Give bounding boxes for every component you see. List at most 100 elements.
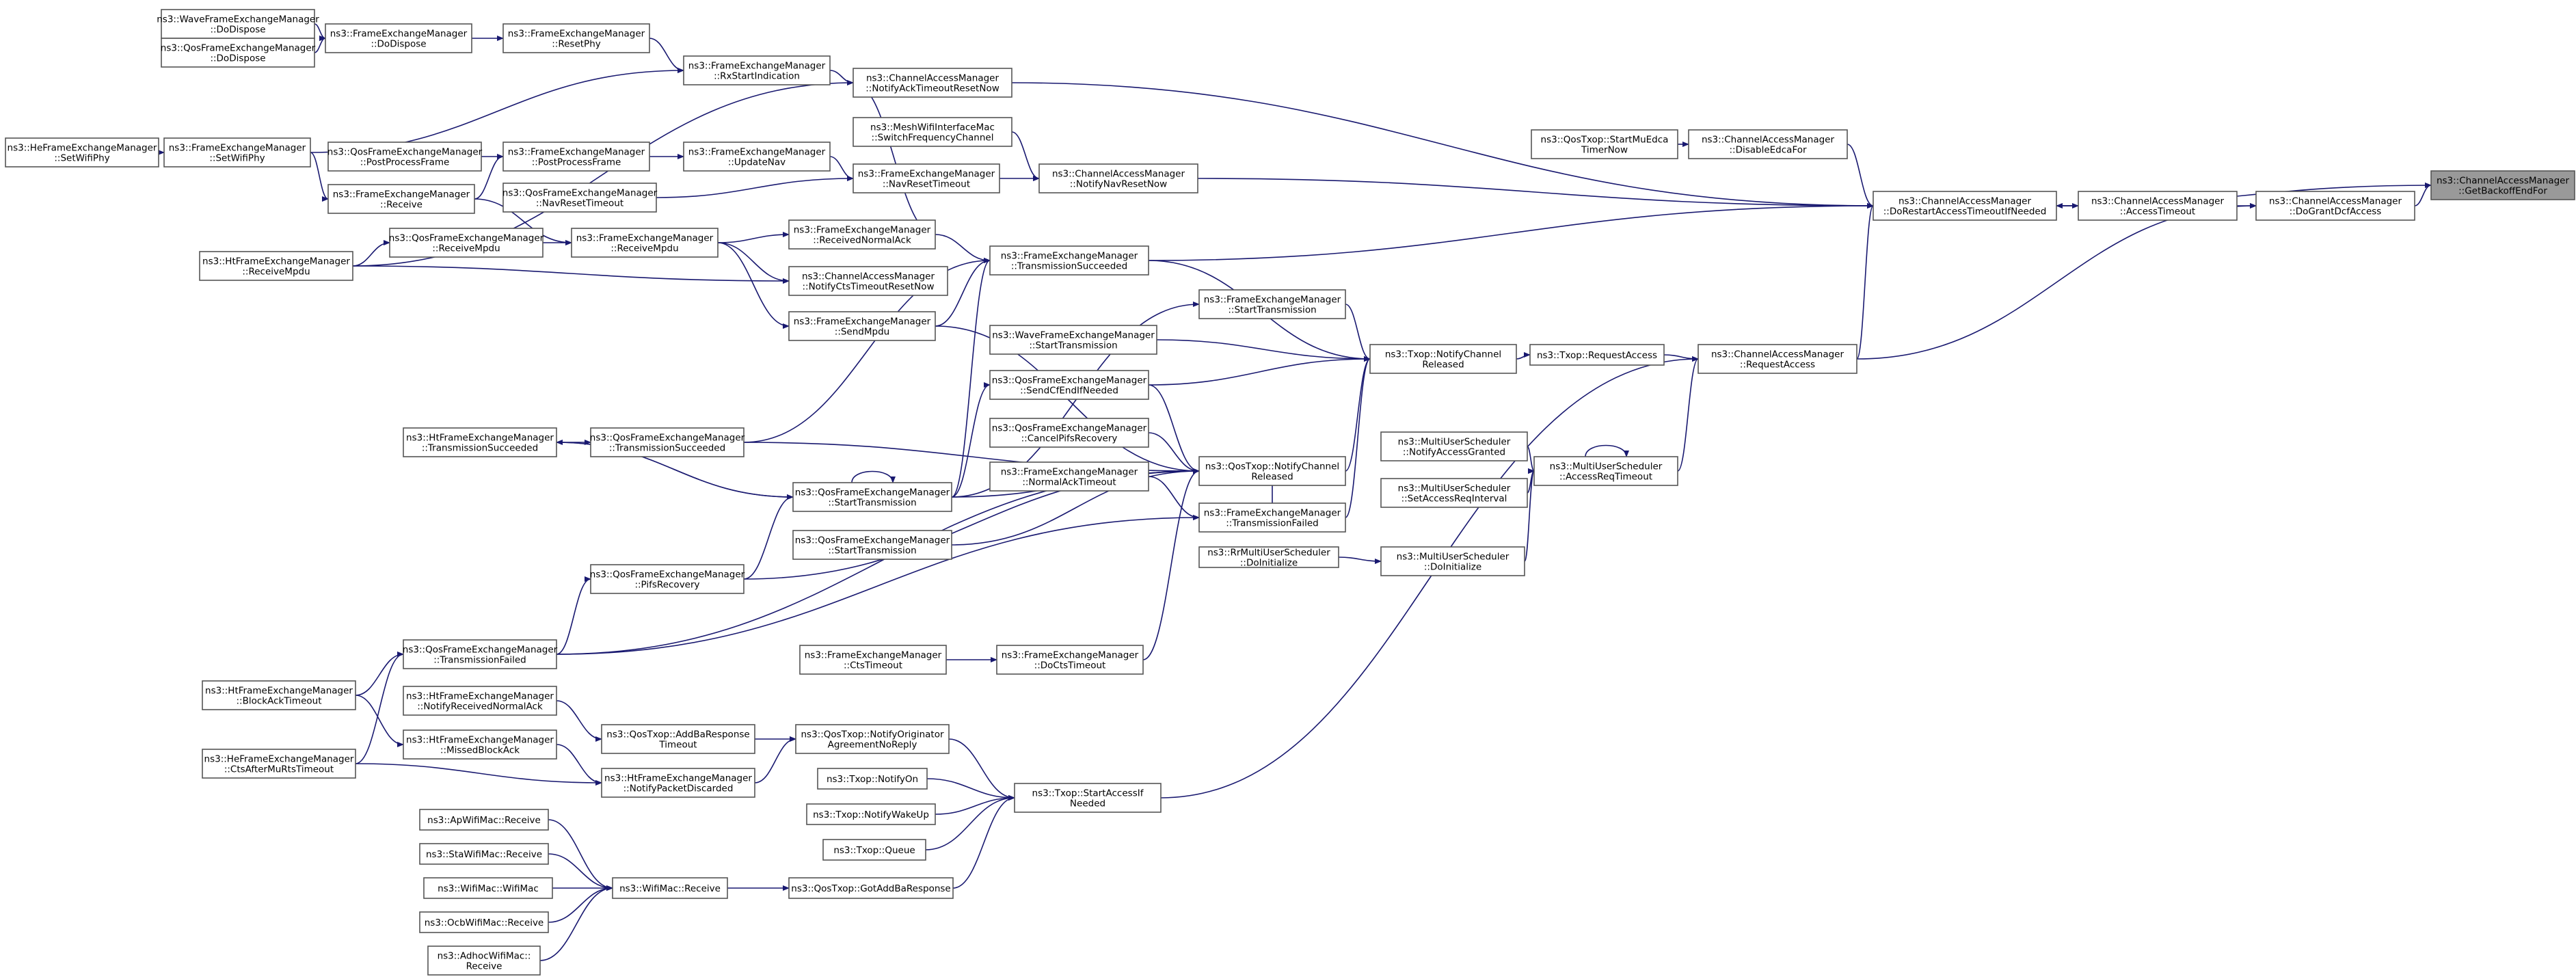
function-node-qfem-receivempdu[interactable]: ns3::QosFrameExchangeManager::ReceiveMpd… <box>389 228 544 258</box>
function-node-fem-receivempdu[interactable]: ns3::FrameExchangeManager::ReceiveMpdu <box>571 228 719 258</box>
node-label: ns3::Txop::NotifyWakeUp <box>813 809 929 820</box>
function-node-fem-ctstimeout[interactable]: ns3::FrameExchangeManager::CtsTimeout <box>799 645 947 675</box>
function-node-cam-accesstimeout[interactable]: ns3::ChannelAccessManager::AccessTimeout <box>2078 191 2238 221</box>
function-node-qfem-pifs[interactable]: ns3::QosFrameExchangeManager::PifsRecove… <box>590 564 745 594</box>
function-node-cam-dogrant[interactable]: ns3::ChannelAccessManager::DoGrantDcfAcc… <box>2255 191 2415 221</box>
function-node-qfem-postprocess[interactable]: ns3::QosFrameExchangeManager::PostProces… <box>327 142 483 172</box>
function-node-txop-requestaccess[interactable]: ns3::Txop::RequestAccess <box>1529 344 1665 366</box>
node-box <box>1198 456 1346 486</box>
function-node-fem-starttx[interactable]: ns3::FrameExchangeManager::StartTransmis… <box>1198 289 1346 319</box>
function-node-fem-postprocess[interactable]: ns3::FrameExchangeManager::PostProcessFr… <box>502 142 650 172</box>
node-label: ns3::Txop::Queue <box>833 845 915 856</box>
function-node-fem-doctstimeout[interactable]: ns3::FrameExchangeManager::DoCtsTimeout <box>996 645 1144 675</box>
function-node-qfem-sendcfend[interactable]: ns3::QosFrameExchangeManager::SendCfEndI… <box>989 370 1149 400</box>
node-box <box>612 877 728 899</box>
node-box <box>989 370 1149 400</box>
function-node-fem-normalacktimeout[interactable]: ns3::FrameExchangeManager::NormalAckTime… <box>989 461 1149 492</box>
function-node-fem-receivednormalack[interactable]: ns3::FrameExchangeManager::ReceivedNorma… <box>788 219 936 250</box>
function-node-qtxop-gotaddba[interactable]: ns3::QosTxop::GotAddBaResponse <box>788 877 954 899</box>
function-node-mus-doinit[interactable]: ns3::MultiUserScheduler::DoInitialize <box>1380 546 1525 576</box>
function-node-wfem-starttx[interactable]: ns3::WaveFrameExchangeManager::StartTran… <box>989 325 1157 355</box>
function-node-fem-dodispose[interactable]: ns3::FrameExchangeManager::DoDispose <box>325 23 472 53</box>
function-node-wifimac-receive[interactable]: ns3::WifiMac::Receive <box>612 877 728 899</box>
function-node-mus-accessreq[interactable]: ns3::MultiUserScheduler::AccessReqTimeou… <box>1533 456 1678 486</box>
node-box <box>822 839 926 861</box>
node-label: ns3::WifiMac::Receive <box>619 883 721 894</box>
node-box <box>1531 129 1678 159</box>
function-node-mus-setinterval[interactable]: ns3::MultiUserScheduler::SetAccessReqInt… <box>1380 478 1528 508</box>
call-edge <box>743 494 794 580</box>
node-label: ::DoCtsTimeout <box>1034 660 1106 671</box>
function-node-wifimac-wifimac[interactable]: ns3::WifiMac::WifiMac <box>423 877 553 899</box>
function-node-cam-dorestart[interactable]: ns3::ChannelAccessManager::DoRestartAcce… <box>1873 191 2057 221</box>
function-node-cam-requestaccess[interactable]: ns3::ChannelAccessManager::RequestAccess <box>1698 344 1857 374</box>
node-box <box>853 68 1012 98</box>
function-node-fem-updatenav[interactable]: ns3::FrameExchangeManager::UpdateNav <box>683 142 831 172</box>
function-node-qfem-txfailed[interactable]: ns3::QosFrameExchangeManager::Transmissi… <box>403 639 558 669</box>
function-node-cam-disableedca[interactable]: ns3::ChannelAccessManager::DisableEdcaFo… <box>1688 129 1848 159</box>
node-box <box>788 266 948 296</box>
function-node-sta-receive[interactable]: ns3::StaWifiMac::Receive <box>419 843 549 865</box>
function-node-wfem-dodispose[interactable]: ns3::WaveFrameExchangeManager::DoDispose <box>157 9 319 39</box>
function-node-hefem-ctsafter[interactable]: ns3::HeFrameExchangeManager::CtsAfterMuR… <box>202 749 356 779</box>
function-node-txop-notifywakeup[interactable]: ns3::Txop::NotifyWakeUp <box>806 803 936 825</box>
call-edge <box>1585 444 1629 457</box>
node-label: ::SetWifiPhy <box>209 153 265 164</box>
call-edge <box>352 240 390 267</box>
function-node-fem-navreset[interactable]: ns3::FrameExchangeManager::NavResetTimeo… <box>853 163 1000 193</box>
call-edge <box>355 652 404 764</box>
function-node-qfem-txsucceeded[interactable]: ns3::QosFrameExchangeManager::Transmissi… <box>590 427 745 457</box>
node-box <box>1380 546 1525 576</box>
node-label: ns3::ChannelAccessManager <box>1899 196 2032 207</box>
function-node-rr-doinit[interactable]: ns3::RrMultiUserScheduler::DoInitialize <box>1198 546 1339 569</box>
function-node-htfem-notifydiscarded[interactable]: ns3::HtFrameExchangeManager::NotifyPacke… <box>601 768 755 798</box>
function-node-htfem-blockack[interactable]: ns3::HtFrameExchangeManager::BlockAckTim… <box>202 680 356 710</box>
function-node-fem-rxstart[interactable]: ns3::FrameExchangeManager::RxStartIndica… <box>683 55 831 85</box>
call-edge <box>310 152 329 202</box>
call-edge <box>935 795 1015 815</box>
function-node-fem-resetphy[interactable]: ns3::FrameExchangeManager::ResetPhy <box>502 23 650 53</box>
function-node-qfem-starttx2[interactable]: ns3::QosFrameExchangeManager::StartTrans… <box>792 530 952 560</box>
function-node-qfem-cancelpifs[interactable]: ns3::QosFrameExchangeManager::CancelPifs… <box>989 418 1149 448</box>
function-node-fem-setwifiphy[interactable]: ns3::FrameExchangeManager::SetWifiPhy <box>163 137 311 167</box>
function-node-fem-receive[interactable]: ns3::FrameExchangeManager::Receive <box>327 184 475 214</box>
function-node-cam-getbackoff[interactable]: ns3::ChannelAccessManager::GetBackoffEnd… <box>2430 170 2575 200</box>
function-node-qfem-navreset[interactable]: ns3::QosFrameExchangeManager::NavResetTi… <box>502 183 658 213</box>
function-node-cam-notifyack[interactable]: ns3::ChannelAccessManager::NotifyAckTime… <box>853 68 1012 98</box>
function-node-htfem-missed[interactable]: ns3::HtFrameExchangeManager::MissedBlock… <box>403 729 557 760</box>
function-node-htfem-notifynormalack[interactable]: ns3::HtFrameExchangeManager::NotifyRecei… <box>403 686 557 716</box>
node-label: ns3::WaveFrameExchangeManager <box>157 14 319 25</box>
call-edge <box>314 23 326 41</box>
function-node-txop-notifyon[interactable]: ns3::Txop::NotifyOn <box>817 768 928 790</box>
function-node-qfem-starttx1[interactable]: ns3::QosFrameExchangeManager::StartTrans… <box>792 482 952 512</box>
function-node-mesh-switch[interactable]: ns3::MeshWifiInterfaceMac::SwitchFrequen… <box>853 117 1012 147</box>
node-box <box>601 724 755 754</box>
function-node-htfem-txsucceeded[interactable]: ns3::HtFrameExchangeManager::Transmissio… <box>403 427 557 457</box>
node-label: ns3::FrameExchangeManager <box>688 61 826 72</box>
function-node-qtxop-notifyorig[interactable]: ns3::QosTxop::NotifyOriginatorAgreementN… <box>795 724 950 754</box>
call-edge <box>556 576 591 655</box>
node-box <box>1380 431 1528 461</box>
function-node-htfem-receivempdu[interactable]: ns3::HtFrameExchangeManager::ReceiveMpdu <box>199 251 353 281</box>
function-node-mus-notifygranted[interactable]: ns3::MultiUserScheduler::NotifyAccessGra… <box>1380 431 1528 461</box>
function-node-ocb-receive[interactable]: ns3::OcbWifiMac::Receive <box>419 911 549 933</box>
function-node-ap-receive[interactable]: ns3::ApWifiMac::Receive <box>419 809 549 831</box>
function-node-cam-notifycts[interactable]: ns3::ChannelAccessManager::NotifyCtsTime… <box>788 266 948 296</box>
function-node-txop-queue[interactable]: ns3::Txop::Queue <box>822 839 926 861</box>
node-label: ns3::FrameExchangeManager <box>688 147 826 158</box>
function-node-hefem-setwifiphy[interactable]: ns3::HeFrameExchangeManager::SetWifiPhy <box>5 137 159 167</box>
function-node-qfem-dodispose[interactable]: ns3::QosFrameExchangeManager::DoDispose <box>161 38 316 68</box>
function-node-adhoc-receive[interactable]: ns3::AdhocWifiMac::Receive <box>427 946 541 976</box>
node-label: ::DoDispose <box>210 25 265 36</box>
function-node-fem-txsucceeded[interactable]: ns3::FrameExchangeManager::TransmissionS… <box>989 245 1149 276</box>
function-node-cam-notifynav[interactable]: ns3::ChannelAccessManager::NotifyNavRese… <box>1038 163 1198 193</box>
function-node-fem-txfailed[interactable]: ns3::FrameExchangeManager::TransmissionF… <box>1198 502 1346 533</box>
node-box <box>403 639 557 669</box>
call-edge <box>1527 446 1535 474</box>
function-node-fem-sendmpdu[interactable]: ns3::FrameExchangeManager::SendMpdu <box>788 311 936 341</box>
